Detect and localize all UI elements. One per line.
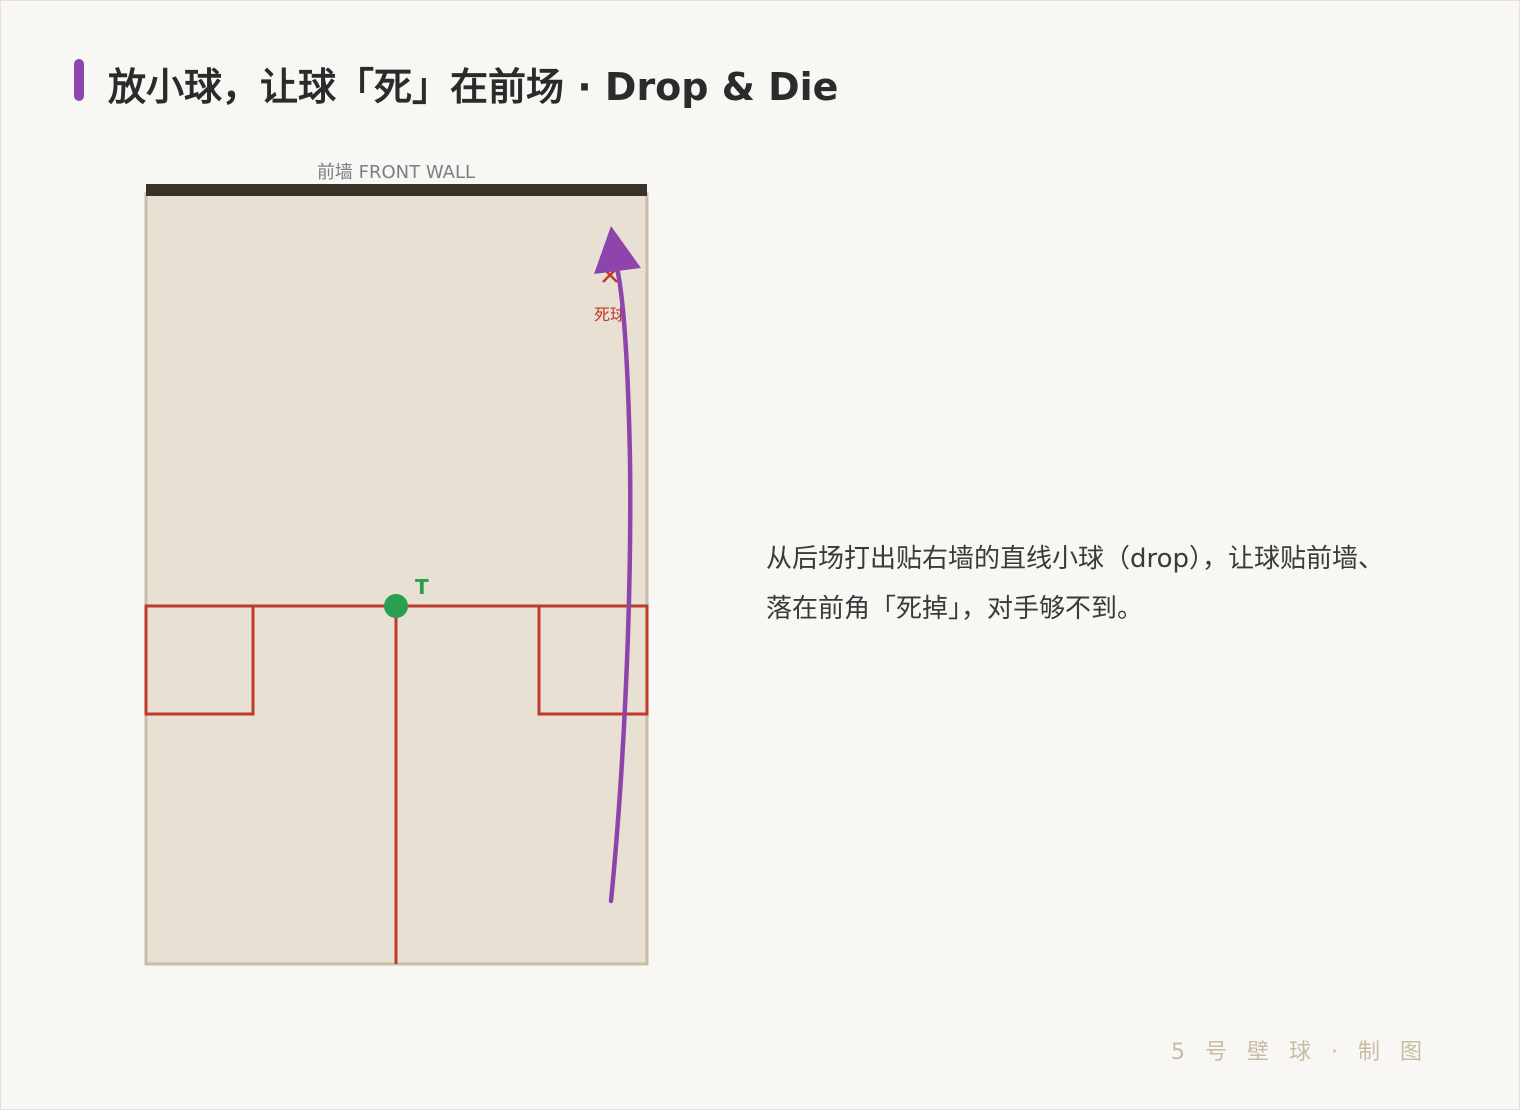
description-line-1: 从后场打出贴右墙的直线小球（drop），让球贴前墙、 bbox=[766, 544, 1385, 574]
description-line-2: 落在前角「死掉」，对手够不到。 bbox=[766, 594, 1144, 624]
t-marker bbox=[384, 594, 408, 618]
page-title: 放小球，让球「死」在前场 · Drop & Die bbox=[108, 65, 839, 109]
shot-path-arrow bbox=[608, 265, 633, 904]
t-label: T bbox=[415, 575, 429, 599]
front-wall bbox=[146, 184, 647, 196]
right-service-box bbox=[537, 604, 649, 716]
description: 从后场打出贴右墙的直线小球（drop），让球贴前墙、 落在前角「死掉」，对手够不… bbox=[766, 534, 1446, 634]
dead-ball-label: 死球 bbox=[594, 305, 626, 324]
title-accent-bar bbox=[74, 59, 84, 101]
shot-path-arrowhead bbox=[594, 226, 641, 274]
left-service-box bbox=[144, 604, 255, 716]
front-wall-label: 前墙 FRONT WALL bbox=[317, 162, 475, 183]
footer-credit: 5号壁球·制图 bbox=[1171, 1040, 1442, 1065]
